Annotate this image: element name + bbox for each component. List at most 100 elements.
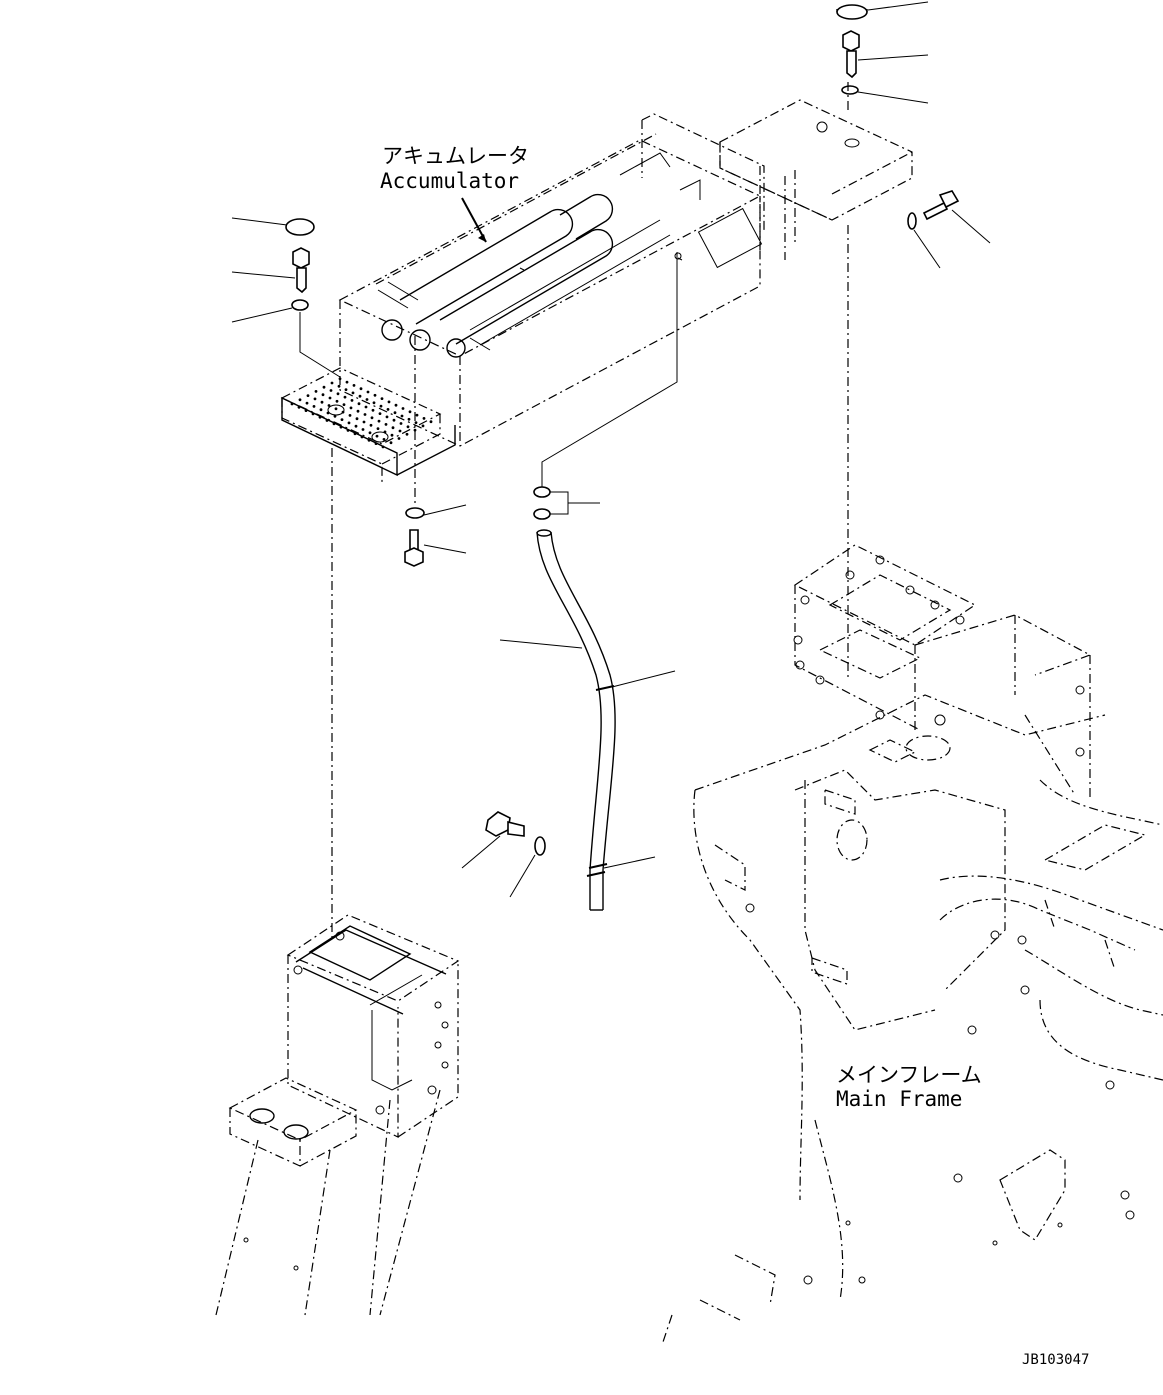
perforation-hole xyxy=(387,400,391,404)
perforation-hole xyxy=(371,408,375,412)
perforation-hole xyxy=(360,435,364,439)
perforation-hole xyxy=(344,388,348,391)
perforation-hole xyxy=(380,397,384,400)
perforation-hole xyxy=(319,408,323,412)
perforation-hole xyxy=(336,392,340,396)
perforation-hole xyxy=(322,385,326,389)
drawing-id: JB103047 xyxy=(1022,1352,1089,1368)
perforation-hole xyxy=(381,445,385,449)
cap-top-right xyxy=(836,1,929,20)
perforation-hole xyxy=(369,423,373,427)
perforation-hole xyxy=(353,432,357,436)
perforation-hole xyxy=(328,396,332,400)
perforation-hole xyxy=(330,381,334,385)
perforation-hole xyxy=(340,418,344,421)
perforation-hole xyxy=(385,415,389,419)
perforation-hole xyxy=(382,438,386,441)
perforation-hole xyxy=(362,420,366,424)
main-frame xyxy=(661,544,1163,1346)
perforation-hole xyxy=(343,395,347,399)
perforation-hole xyxy=(394,403,398,407)
perforation-hole xyxy=(366,390,370,394)
perforation-hole xyxy=(290,402,294,406)
perforation-hole xyxy=(320,400,324,404)
left-mount-bracket xyxy=(215,914,460,1316)
bolt-middle xyxy=(404,529,467,567)
perforation-hole xyxy=(401,407,405,410)
perforation-hole xyxy=(375,434,379,438)
washer-middle xyxy=(405,504,467,519)
perforation-hole xyxy=(333,414,337,418)
perforation-hole xyxy=(352,384,356,387)
perforation-hole xyxy=(347,421,351,425)
perforation-hole xyxy=(318,415,322,419)
perforation-hole xyxy=(367,438,371,442)
perforation-hole xyxy=(365,398,369,401)
accumulator-assembly xyxy=(280,99,913,484)
perforation-hole xyxy=(334,407,338,411)
perforation-hole xyxy=(359,387,363,391)
perforation-hole xyxy=(408,410,412,414)
perforation-hole xyxy=(415,413,419,417)
perforation-hole xyxy=(332,422,336,426)
perforation-hole xyxy=(374,442,378,445)
fitting-elbow xyxy=(461,811,546,898)
perforation-hole xyxy=(345,380,349,384)
perforation-hole xyxy=(351,391,355,395)
main-frame-label-en: Main Frame xyxy=(836,1087,962,1111)
main-frame-label-jp: メインフレーム xyxy=(836,1063,982,1087)
cap-top-left xyxy=(231,217,315,236)
perforation-hole xyxy=(350,399,354,402)
perforation-hole xyxy=(422,417,426,420)
perforation-hole xyxy=(314,390,318,393)
perforation-hole xyxy=(349,406,353,410)
bolt-right-side xyxy=(907,190,991,269)
perforation-hole xyxy=(407,417,411,421)
perforation-hole xyxy=(377,419,381,423)
perforation-hole xyxy=(297,405,301,409)
perforation-hole xyxy=(357,402,361,406)
hose-clamps xyxy=(533,252,678,520)
perforation-hole xyxy=(311,412,315,416)
perforation-hole xyxy=(372,401,376,405)
perforation-hole xyxy=(392,418,396,422)
perforation-hole xyxy=(389,441,393,445)
perforation-hole xyxy=(379,404,383,408)
perforation-hole xyxy=(376,427,380,430)
perforation-hole xyxy=(413,428,417,432)
perforation-hole xyxy=(313,397,317,401)
perforation-hole xyxy=(378,412,382,415)
bolt-top-left xyxy=(231,247,310,294)
washer-top-right xyxy=(841,85,929,104)
perforation-hole xyxy=(312,405,316,408)
perforation-hole xyxy=(398,429,402,433)
perforation-holes xyxy=(290,377,433,449)
perforation-hole xyxy=(373,393,377,397)
perforation-hole xyxy=(391,426,395,430)
perforation-hole xyxy=(329,389,333,392)
perforation-hole xyxy=(356,409,360,413)
perforation-hole xyxy=(386,408,390,411)
perforation-hole xyxy=(358,394,362,398)
perforation-hole xyxy=(393,411,397,415)
perforation-hole xyxy=(368,431,372,435)
accumulator-label-jp: アキュムレータ xyxy=(382,144,529,168)
perforation-hole xyxy=(298,398,302,402)
perforation-hole xyxy=(370,416,374,420)
perforation-hole xyxy=(348,414,352,417)
perforation-hole xyxy=(390,433,394,437)
perforation-hole xyxy=(346,429,350,432)
perforation-hole xyxy=(321,393,325,397)
perforation-hole xyxy=(342,403,346,406)
accumulator-label-en: Accumulator xyxy=(380,169,519,193)
perforation-hole xyxy=(325,419,329,422)
perforation-hole xyxy=(305,401,309,405)
perforation-hole xyxy=(337,384,341,388)
perforation-hole xyxy=(339,425,343,429)
perforation-hole xyxy=(406,425,410,429)
perforation-hole xyxy=(399,422,403,425)
perforation-hole xyxy=(414,421,418,424)
perforation-hole xyxy=(327,404,331,407)
